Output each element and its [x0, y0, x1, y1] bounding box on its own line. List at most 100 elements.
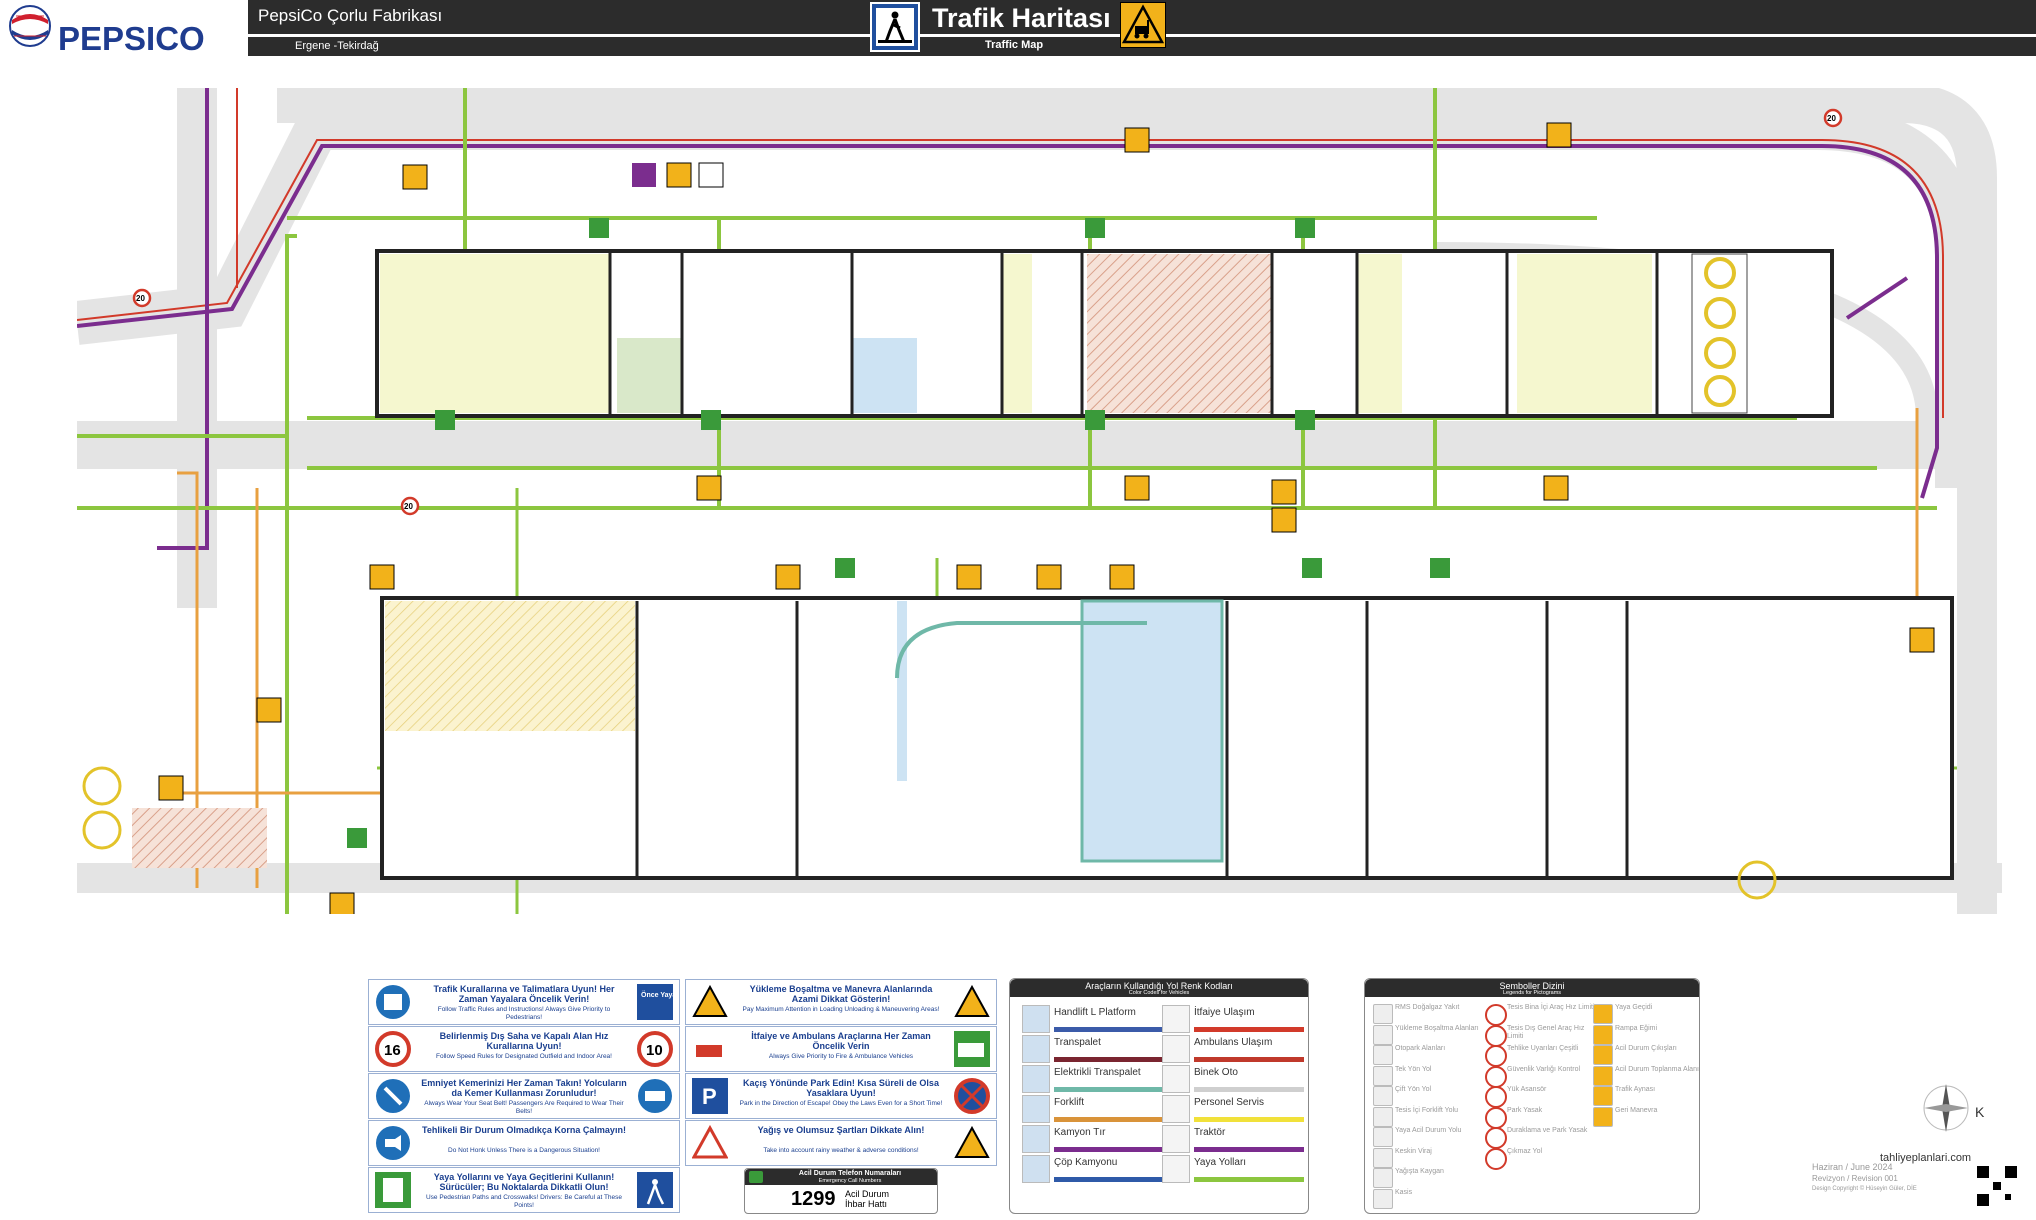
speed-limit-label: 20: [136, 294, 145, 303]
forklift-warning-icon: [1120, 2, 1166, 48]
symbol-label: Çift Yön Yol: [1395, 1086, 1432, 1093]
symbol-label: RMS Doğalgaz Yakıt: [1395, 1004, 1460, 1011]
compass-north-label: K: [1975, 1104, 1985, 1120]
building-south: [380, 596, 1954, 880]
vehicle-code-row: Forklift: [1020, 1095, 1180, 1123]
symbol-label: Çıkmaz Yol: [1507, 1147, 1543, 1155]
vehicle-color-codes: Araçların Kullandığı Yol Renk Kodları Co…: [1009, 978, 1309, 1214]
symbol-icon: [1593, 1045, 1613, 1065]
symbol-label: Geri Manevra: [1615, 1106, 1658, 1114]
vehicle-icon: [1162, 1035, 1190, 1063]
page-subtitle: Traffic Map: [985, 39, 1044, 51]
symbol-row: Geri Manevra: [1593, 1106, 1697, 1127]
company-logo-text: PEPSICO: [58, 20, 205, 57]
vehicle-code-row: Kamyon Tır: [1020, 1125, 1180, 1153]
emergency-header: [745, 1169, 937, 1185]
vehicle-color-swatch: [1054, 1117, 1164, 1122]
vehicle-icon: [1162, 1005, 1190, 1033]
vehicle-label: Traktör: [1194, 1127, 1226, 1138]
rule-priority-pedestrians: Trafik Kurallarına ve Talimatlara Uyun! …: [368, 979, 680, 1025]
parking-icon: P: [692, 1078, 728, 1114]
symbol-row: Çıkmaz Yol: [1485, 1147, 1589, 1170]
speed-bump-icon: [954, 1125, 990, 1158]
speed-limit-label: 20: [1827, 114, 1836, 123]
symbol-legend-title: Semboller Dizini: [1499, 981, 1565, 991]
vehicle-code-row: Handlift L Platform: [1020, 1005, 1180, 1033]
symbol-icon: [1373, 1127, 1393, 1147]
vehicle-code-row: Yaya Yolları: [1160, 1155, 1320, 1183]
symbol-label: Tesis İçi Forklift Yolu: [1395, 1106, 1459, 1114]
emergency-number: 1299: [791, 1188, 836, 1210]
speed-limit-10-icon: 10: [637, 1031, 673, 1067]
symbol-row: Tesis Bina İçi Araç Hız Limiti: [1485, 1003, 1595, 1026]
vehicle-label: Handlift L Platform: [1054, 1007, 1136, 1018]
rule-no-honking: Tehlikeli Bir Durum Olmadıkça Korna Çalm…: [368, 1120, 680, 1166]
symbol-row: Duraklama ve Park Yasak: [1485, 1126, 1589, 1149]
speed-limit-label: 20: [404, 502, 413, 511]
rule-translation: Use Pedestrian Paths and Crosswalks! Dri…: [425, 1194, 623, 1209]
symbol-row: Acil Durum Çıkışları: [1593, 1044, 1697, 1065]
rule-loading-areas: Yükleme Boşaltma ve Manevra Alanlarında …: [685, 979, 997, 1025]
symbol-label: Güvenlik Varlığı Kontrol: [1507, 1065, 1581, 1073]
vehicle-label: Yaya Yolları: [1194, 1157, 1247, 1168]
factory-location: Ergene -Tekirdağ: [295, 40, 379, 52]
vehicle-icon: [1162, 1155, 1190, 1183]
speed-limit-16-icon: 16: [375, 1031, 411, 1067]
rule-seat-belt: Emniyet Kemerinizi Her Zaman Takın! Yolc…: [368, 1073, 680, 1119]
emergency-subtitle: Emergency Call Numbers: [818, 1178, 882, 1184]
rule-title: İtfaiye ve Ambulans Araçlarına Her Zaman…: [751, 1031, 931, 1051]
page-title: Trafik Haritası: [932, 3, 1111, 33]
symbol-row: Güvenlik Varlığı Kontrol: [1485, 1065, 1589, 1088]
factory-name: PepsiCo Çorlu Fabrikası: [258, 6, 443, 25]
vehicle-label: Transpalet: [1054, 1037, 1101, 1048]
rule-title: Belirlenmiş Dış Saha ve Kapalı Alan Hız …: [439, 1031, 609, 1051]
symbol-icon: [1373, 1024, 1393, 1045]
emergency-numbers: Acil Durum Telefon Numaraları Emergency …: [744, 1168, 938, 1214]
rule-crosswalks: Yaya Yollarını ve Yaya Geçitlerini Kulla…: [368, 1167, 680, 1213]
emergency-label-1: Acil Durum: [845, 1189, 890, 1199]
vehicle-code-row: Personel Servis: [1160, 1095, 1320, 1123]
vehicle-codes-header: [1010, 979, 1308, 997]
fire-truck-icon: [692, 1031, 728, 1067]
rule-title: Yağış ve Olumsuz Şartları Dikkate Alın!: [757, 1125, 925, 1135]
rule-speed-limits: 16 Belirlenmiş Dış Saha ve Kapalı Alan H…: [368, 1026, 680, 1072]
emergency-title: Acil Durum Telefon Numaraları: [798, 1170, 902, 1177]
symbol-label: Yaya Acil Durum Yolu: [1395, 1127, 1462, 1134]
vehicle-icon: [1162, 1125, 1190, 1153]
header-bar: [0, 0, 2036, 56]
horn-icon: [376, 1126, 410, 1160]
vehicle-icon: [1022, 1065, 1050, 1093]
rule-badge: Önce Yaya: [641, 990, 673, 999]
vehicle-code-row: Elektrikli Transpalet: [1020, 1065, 1180, 1093]
vehicle-label: Personel Servis: [1194, 1097, 1265, 1108]
symbol-row: Kasis: [1373, 1188, 1477, 1209]
footer-revision: Revizyon / Revision 001: [1812, 1174, 1898, 1183]
vehicle-code-row: İtfaiye Ulaşım: [1160, 1005, 1320, 1033]
vehicle-color-swatch: [1194, 1117, 1304, 1122]
vehicle-icon: [1022, 1095, 1050, 1123]
symbol-icon: [1373, 1045, 1393, 1065]
symbol-label: Kasis: [1395, 1188, 1413, 1196]
symbol-row: RMS Doğalgaz Yakıt: [1373, 1003, 1477, 1024]
symbol-label: Yağışta Kaygan: [1395, 1168, 1444, 1175]
compass-icon: [1923, 1084, 1969, 1132]
symbol-row: Çift Yön Yol: [1373, 1085, 1477, 1106]
vehicle-icon: [1022, 1155, 1050, 1183]
symbol-label: Tek Yön Yol: [1395, 1065, 1432, 1073]
no-parking-icon: [954, 1078, 990, 1114]
pepsi-globe-icon: [9, 5, 51, 47]
emergency-label-2: İhbar Hattı: [845, 1199, 888, 1209]
vehicle-color-swatch: [1054, 1147, 1164, 1152]
vehicle-code-row: Binek Oto: [1160, 1065, 1320, 1093]
symbol-icon: [1373, 1168, 1393, 1188]
symbol-icon: [1373, 1004, 1393, 1024]
rule-title: Yaya Yollarını ve Yaya Geçitlerini Kulla…: [433, 1172, 615, 1192]
vehicle-label: Ambulans Ulaşım: [1194, 1037, 1273, 1048]
symbol-icon: [1373, 1188, 1393, 1209]
vehicle-codes-subtitle: Color Codes for Vehicles: [1128, 990, 1190, 996]
symbol-icon: [1593, 1106, 1613, 1127]
logo-area: PEPSICO: [0, 0, 248, 58]
vehicle-code-row: Ambulans Ulaşım: [1160, 1035, 1320, 1063]
symbol-label: Yaya Geçidi: [1615, 1004, 1653, 1011]
symbol-label: Yükleme Boşaltma Alanları: [1395, 1024, 1479, 1032]
